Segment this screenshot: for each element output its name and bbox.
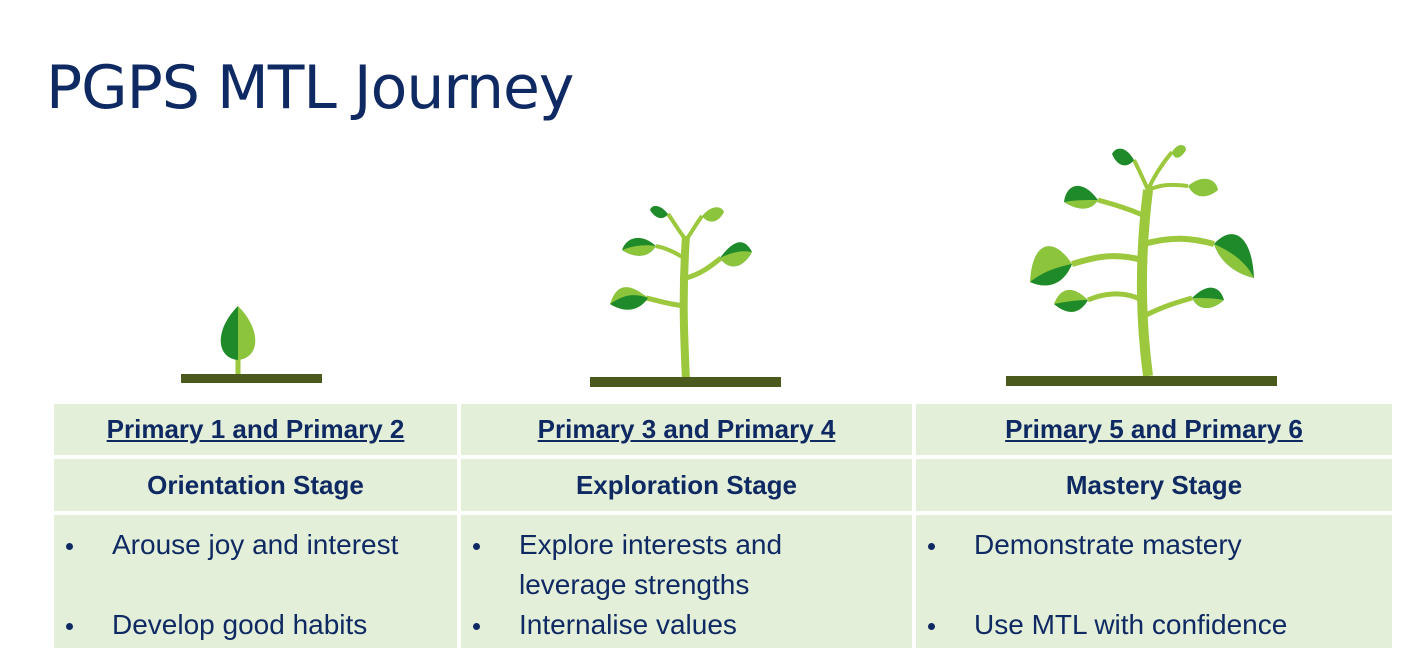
bullet-icon xyxy=(473,623,480,630)
mature-plant-icon xyxy=(1006,145,1277,386)
stage-details-1: Arouse joy and interest Develop good hab… xyxy=(54,515,457,648)
list-item: leverage strengths xyxy=(519,569,750,600)
stage-details-2: Explore interests and leverage strengths… xyxy=(461,515,912,648)
page-title: PGPS MTL Journey xyxy=(46,53,574,123)
stage-details-3: Demonstrate mastery Use MTL with confide… xyxy=(916,515,1392,648)
list-item: Internalise values xyxy=(519,609,737,640)
stages-table: Primary 1 and Primary 2 Primary 3 and Pr… xyxy=(54,404,1392,648)
stage-name-1: Orientation Stage xyxy=(54,459,457,511)
list-item: Arouse joy and interest xyxy=(112,529,399,560)
bullet-icon xyxy=(473,543,480,550)
list-item: Demonstrate mastery xyxy=(974,529,1242,560)
bullet-icon xyxy=(66,543,73,550)
level-heading-3[interactable]: Primary 5 and Primary 6 xyxy=(916,404,1392,455)
seedling-icon xyxy=(181,306,322,383)
stage-name-3: Mastery Stage xyxy=(916,459,1392,511)
list-item: Develop good habits xyxy=(112,609,368,640)
level-heading-2[interactable]: Primary 3 and Primary 4 xyxy=(461,404,912,455)
bullet-icon xyxy=(928,543,935,550)
stage-name-2: Exploration Stage xyxy=(461,459,912,511)
list-item: Explore interests and xyxy=(519,529,783,560)
level-heading-1[interactable]: Primary 1 and Primary 2 xyxy=(54,404,457,455)
young-plant-icon xyxy=(590,205,781,387)
bullet-icon xyxy=(928,623,935,630)
bullet-icon xyxy=(66,623,73,630)
list-item: Use MTL with confidence xyxy=(974,609,1288,640)
